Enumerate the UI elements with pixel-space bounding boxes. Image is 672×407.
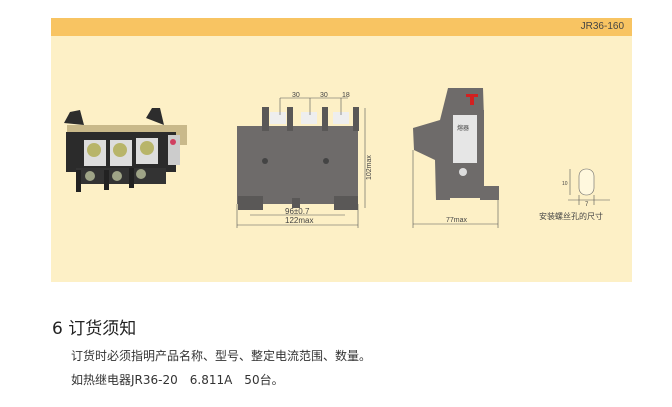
- side-view-drawing: 熔器 77max: [412, 88, 499, 228]
- relay-photo: [64, 108, 187, 192]
- dim-depth: 77max: [446, 217, 468, 224]
- model-label: JR36-160: [580, 21, 624, 32]
- order-instruction: 订货时必须指明产品名称、型号、整定电流范围、数量。: [71, 349, 372, 363]
- dim-pitch3: 18: [342, 92, 350, 99]
- dim-width: 122max: [285, 216, 313, 225]
- side-label: 熔器: [457, 124, 469, 132]
- dim-pitch2: 30: [320, 92, 328, 99]
- hole-width: 7: [585, 202, 589, 208]
- hole-caption: 安装螺丝孔的尺寸: [539, 211, 603, 221]
- dim-mount-spacing: 96±0.7: [285, 207, 310, 216]
- section-header-bar: JR36-160: [51, 18, 632, 36]
- dim-pitch1: 30: [292, 92, 300, 99]
- dim-height: 102max: [366, 155, 373, 180]
- hole-height: 10: [562, 181, 568, 187]
- mounting-hole-detail: 10 7 安装螺丝孔的尺寸: [539, 168, 610, 221]
- front-view-drawing: 30 30 18 96±0.7 122max 102max: [236, 92, 373, 228]
- section-title: 6 订货须知: [52, 319, 137, 339]
- order-example: 如热继电器JR36-20 6.811A 50台。: [71, 373, 284, 387]
